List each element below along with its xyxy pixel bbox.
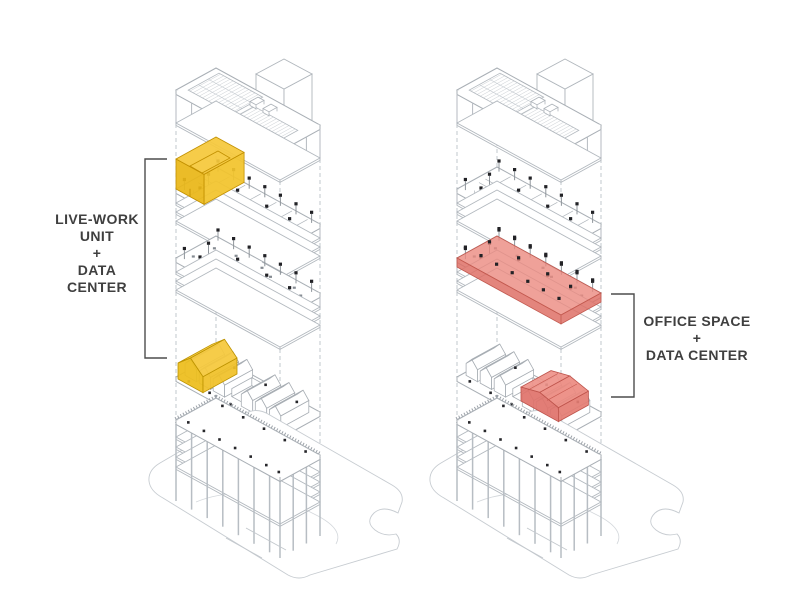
highlight-data-center-right (519, 370, 590, 423)
label-line: OFFICE SPACE (643, 313, 751, 329)
label-office-space-data-center: OFFICE SPACE + DATA CENTER (638, 313, 756, 364)
label-line: CENTER (67, 279, 127, 295)
label-line: DATA CENTER (645, 347, 749, 363)
label-line: + (92, 245, 102, 261)
bracket-right (611, 293, 635, 398)
office-floor-dots (463, 227, 595, 300)
highlight-office-floor (456, 227, 602, 325)
label-line: + (692, 330, 702, 346)
bracket-left (144, 158, 167, 359)
label-line: UNIT (79, 228, 115, 244)
highlight-data-center-left (177, 338, 238, 394)
label-live-work-data-center: LIVE-WORK UNIT + DATA CENTER (34, 211, 160, 296)
label-line: LIVE-WORK (55, 211, 139, 227)
tower-left (149, 59, 402, 578)
highlight-live-work-unit (175, 136, 245, 206)
label-line: DATA (77, 262, 117, 278)
